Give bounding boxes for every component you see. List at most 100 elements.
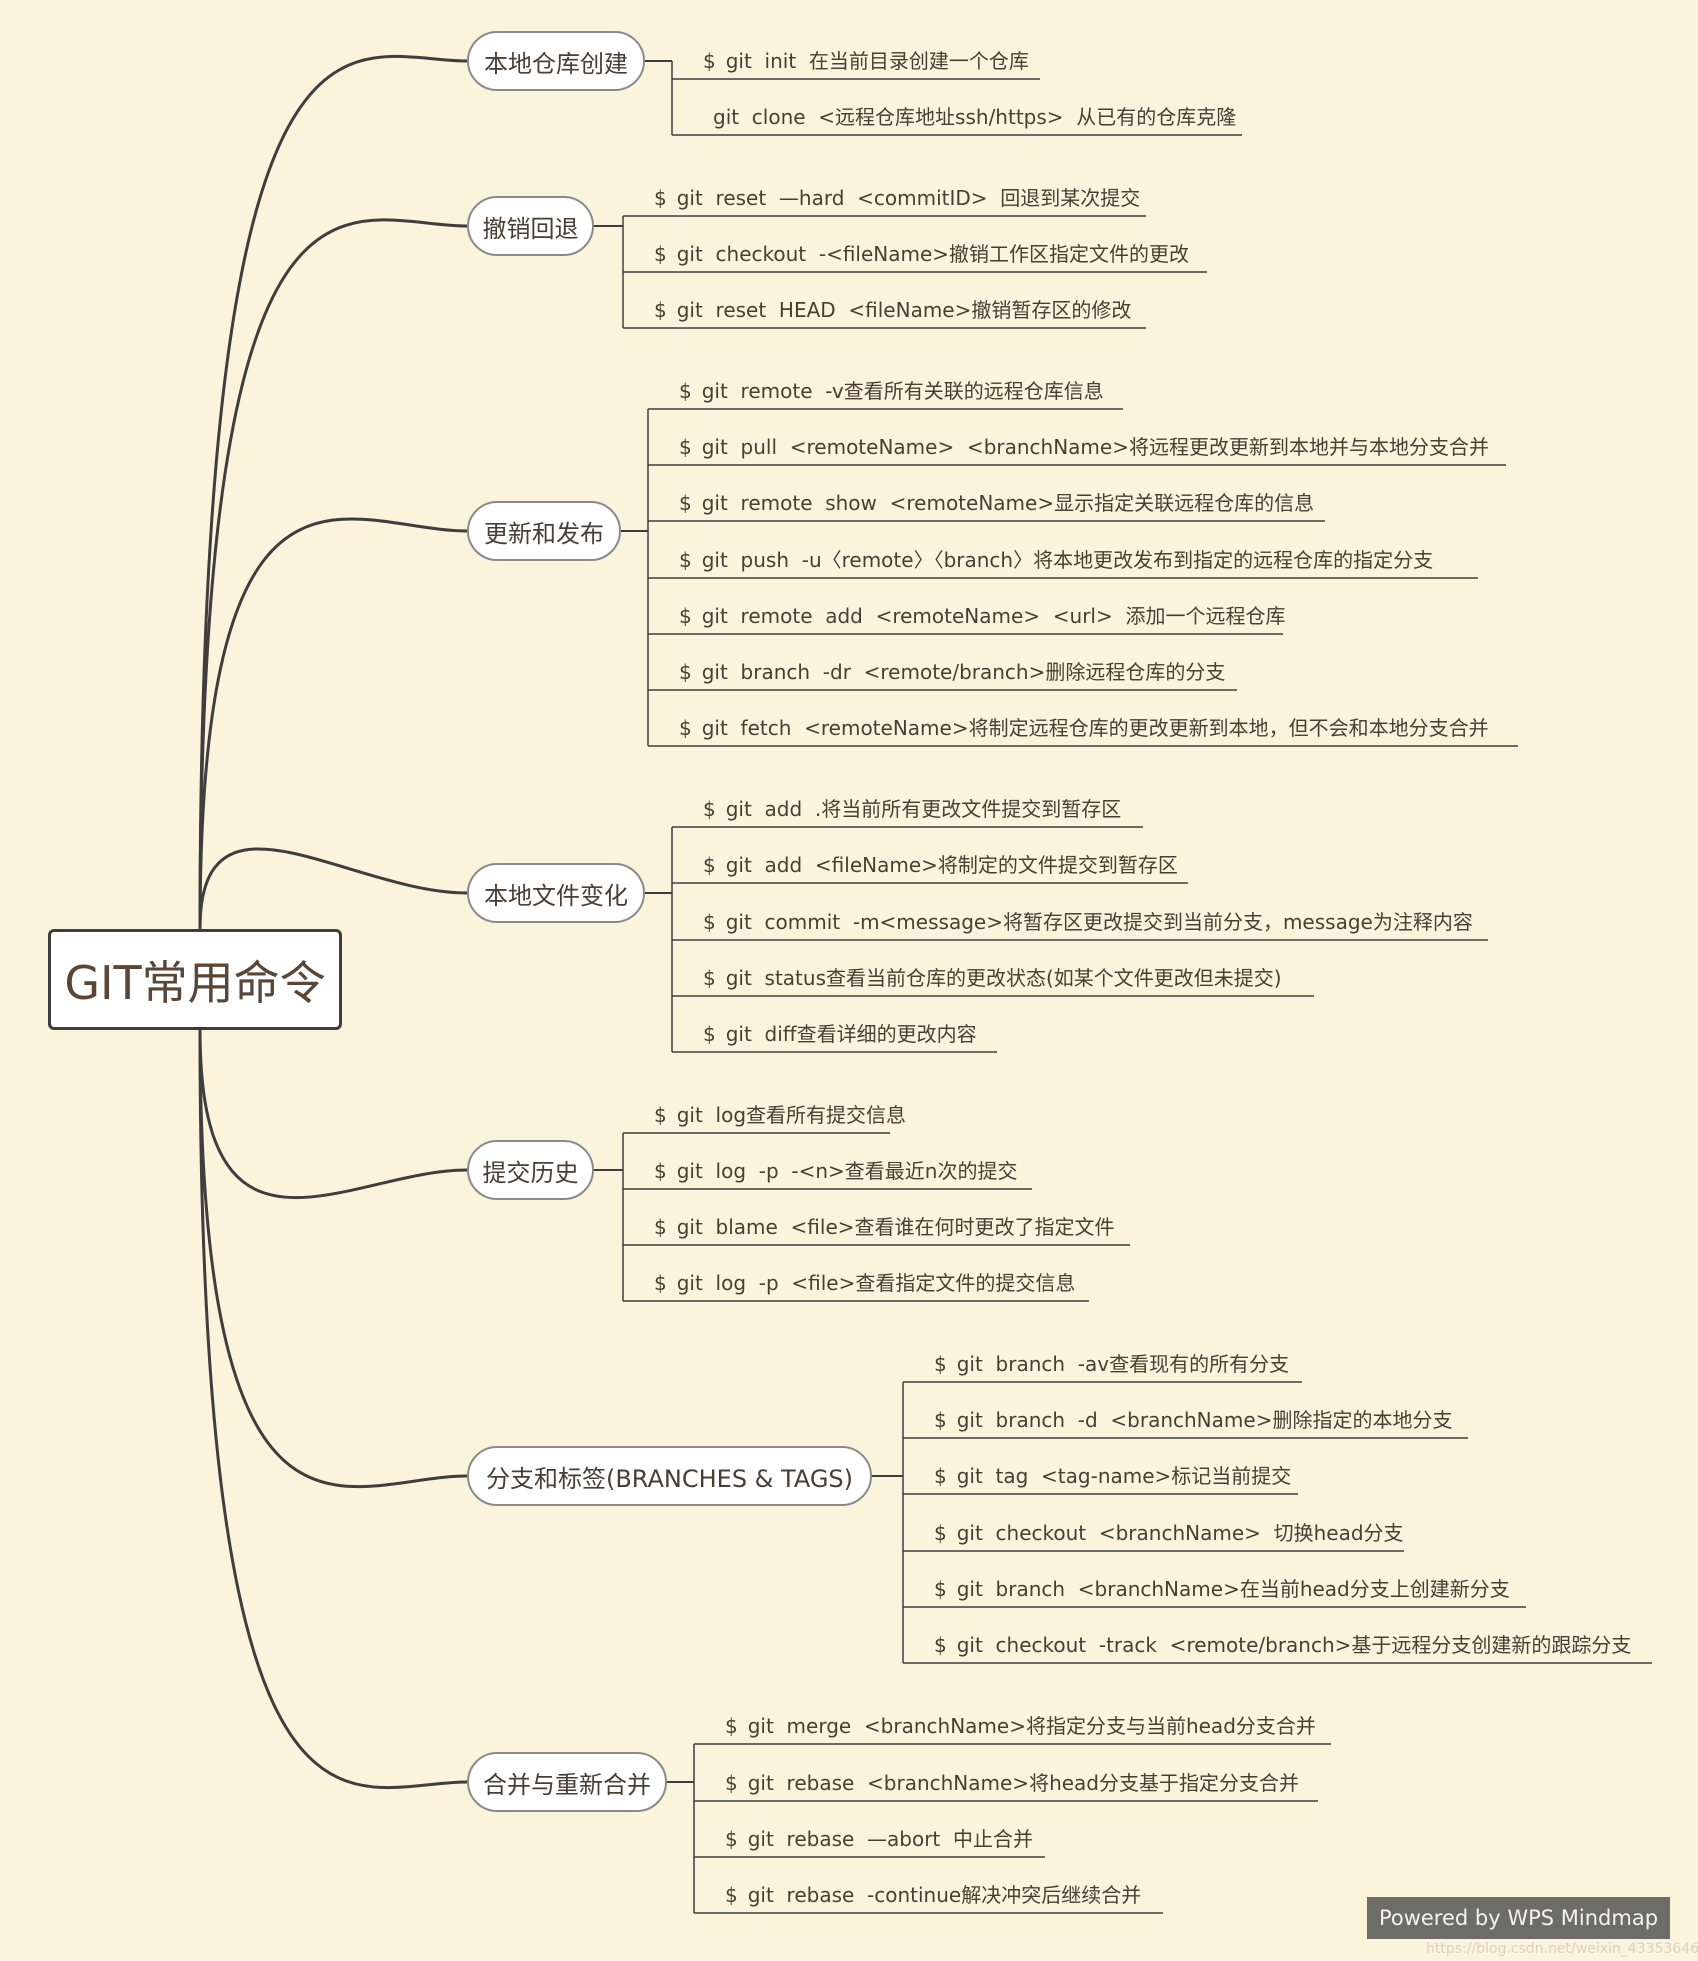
command-text: git branch -av查看现有的所有分支 <box>956 1352 1290 1376</box>
topic-label: 撤销回退 <box>482 214 579 243</box>
command-item[interactable]: $git blame <file>查看谁在何时更改了指定文件 <box>648 1209 1121 1245</box>
command-text: git diff查看详细的更改内容 <box>725 1022 977 1046</box>
prompt-symbol: $ <box>725 1714 738 1738</box>
command-text: git status查看当前仓库的更改状态(如某个文件更改但未提交) <box>725 966 1282 990</box>
command-item[interactable]: $git reset —hard <commitID> 回退到某次提交 <box>648 180 1146 216</box>
command-text: git checkout -<fileName>撤销工作区指定文件的更改 <box>676 242 1190 266</box>
command-text: git push -u〈remote〉〈branch〉将本地更改发布到指定的远程… <box>701 548 1434 572</box>
root-node[interactable]: GIT常用命令 <box>48 929 342 1030</box>
topic-node[interactable]: 本地文件变化 <box>467 863 645 923</box>
command-text: git rebase —abort 中止合并 <box>747 1827 1033 1851</box>
prompt-symbol: $ <box>679 435 692 459</box>
prompt-symbol: $ <box>679 548 692 572</box>
topic-node[interactable]: 提交历史 <box>467 1140 594 1200</box>
command-text: git init 在当前目录创建一个仓库 <box>725 49 1029 73</box>
command-item[interactable]: $ git remote -v查看所有关联的远程仓库信息 <box>673 373 1110 409</box>
root-connector <box>198 517 468 930</box>
command-item[interactable]: $ git pull <remoteName> <branchName>将远程更改… <box>673 429 1495 465</box>
command-item[interactable]: $git checkout <branchName> 切换head分支 <box>928 1515 1410 1551</box>
command-text: git tag <tag-name>标记当前提交 <box>956 1464 1292 1488</box>
command-item[interactable]: $ git remote show <remoteName>显示指定关联远程仓库的… <box>673 485 1320 521</box>
command-item[interactable]: $git diff查看详细的更改内容 <box>697 1016 983 1052</box>
command-item[interactable]: $ git remote add <remoteName> <url> 添加一个远… <box>673 598 1291 634</box>
prompt-symbol: $ <box>654 1271 667 1295</box>
root-connector <box>198 1029 468 1489</box>
command-item[interactable]: $ git rebase <branchName>将head分支基于指定分支合并 <box>719 1765 1305 1801</box>
command-item[interactable]: $ git log -p <file>查看指定文件的提交信息 <box>648 1265 1081 1301</box>
command-text: git log -p -<n>查看最近n次的提交 <box>676 1159 1018 1183</box>
command-item[interactable]: $ git add <fileName>将制定的文件提交到暂存区 <box>697 847 1184 883</box>
command-item[interactable]: $git reset HEAD <fileName>撤销暂存区的修改 <box>648 292 1137 328</box>
root-connector <box>198 847 468 930</box>
topic-node[interactable]: 分支和标签(BRANCHES & TAGS) <box>467 1446 872 1506</box>
powered-by-badge: Powered by WPS Mindmap <box>1367 1897 1670 1939</box>
watermark-url: https://blog.csdn.net/weixin_43353646 <box>1426 1941 1698 1957</box>
root-connector <box>198 218 468 930</box>
command-text: git log查看所有提交信息 <box>676 1103 907 1127</box>
command-item[interactable]: $git init 在当前目录创建一个仓库 <box>697 43 1035 79</box>
topic-node[interactable]: 撤销回退 <box>467 196 594 256</box>
command-item[interactable]: $ git status查看当前仓库的更改状态(如某个文件更改但未提交) <box>697 960 1288 996</box>
command-text: git merge <branchName>将指定分支与当前head分支合并 <box>747 1714 1316 1738</box>
command-item[interactable]: $ git branch -av查看现有的所有分支 <box>928 1346 1295 1382</box>
command-text: git reset HEAD <fileName>撤销暂存区的修改 <box>676 298 1132 322</box>
command-item[interactable]: $ git branch <branchName>在当前head分支上创建新分支 <box>928 1571 1516 1607</box>
command-text: git checkout <branchName> 切换head分支 <box>956 1521 1404 1545</box>
command-item[interactable]: $ git log查看所有提交信息 <box>648 1097 912 1133</box>
prompt-symbol: $ <box>654 1215 667 1239</box>
command-text: git add <fileName>将制定的文件提交到暂存区 <box>725 853 1178 877</box>
command-text: git remote add <remoteName> <url> 添加一个远程… <box>701 604 1286 628</box>
prompt-symbol: $ <box>654 242 667 266</box>
prompt-symbol: $ <box>725 1883 738 1907</box>
command-text: git log -p <file>查看指定文件的提交信息 <box>676 1271 1076 1295</box>
root-connector <box>198 1029 468 1199</box>
prompt-symbol: $ <box>934 1352 947 1376</box>
prompt-symbol: $ <box>703 853 716 877</box>
prompt-symbol: $ <box>934 1633 947 1657</box>
topic-node[interactable]: 本地仓库创建 <box>467 31 645 91</box>
prompt-symbol: $ <box>703 797 716 821</box>
command-item[interactable]: $ git checkout -track <remote/branch>基于远程… <box>928 1627 1637 1663</box>
command-text: git rebase <branchName>将head分支基于指定分支合并 <box>747 1771 1299 1795</box>
command-item[interactable]: $git branch -d <branchName>删除指定的本地分支 <box>928 1402 1458 1438</box>
prompt-symbol: $ <box>703 966 716 990</box>
command-item[interactable]: $ git push -u〈remote〉〈branch〉将本地更改发布到指定的远… <box>673 542 1439 578</box>
command-item[interactable]: $ git log -p -<n>查看最近n次的提交 <box>648 1153 1023 1189</box>
command-item[interactable]: $git rebase —abort 中止合并 <box>719 1821 1039 1857</box>
command-item[interactable]: $ git merge <branchName>将指定分支与当前head分支合并 <box>719 1708 1322 1744</box>
command-item[interactable]: $git add .将当前所有更改文件提交到暂存区 <box>697 791 1127 827</box>
command-text: git checkout -track <remote/branch>基于远程分… <box>956 1633 1632 1657</box>
prompt-symbol: $ <box>703 910 716 934</box>
root-connector <box>198 1029 468 1790</box>
prompt-symbol: $ <box>654 1159 667 1183</box>
prompt-symbol: $ <box>934 1577 947 1601</box>
prompt-symbol: $ <box>654 1103 667 1127</box>
prompt-symbol: $ <box>679 379 692 403</box>
command-item[interactable]: $git fetch <remoteName>将制定远程仓库的更改更新到本地，但… <box>673 710 1495 746</box>
command-item[interactable]: $git commit -m<message>将暂存区更改提交到当前分支，mes… <box>697 904 1479 940</box>
command-item[interactable]: $ git branch -dr <remote/branch>删除远程仓库的分支 <box>673 654 1231 690</box>
command-text: git remote show <remoteName>显示指定关联远程仓库的信… <box>701 491 1315 515</box>
command-item[interactable]: $ git tag <tag-name>标记当前提交 <box>928 1458 1297 1494</box>
command-item[interactable]: git clone <远程仓库地址ssh/https> 从已有的仓库克隆 <box>697 99 1242 135</box>
topic-label: 本地仓库创建 <box>484 49 628 78</box>
prompt-symbol: $ <box>725 1771 738 1795</box>
command-text: git pull <remoteName> <branchName>将远程更改更… <box>701 435 1489 459</box>
topic-label: 提交历史 <box>482 1158 579 1187</box>
command-item[interactable]: $git rebase -continue解决冲突后继续合并 <box>719 1877 1147 1913</box>
prompt-symbol: $ <box>679 604 692 628</box>
command-item[interactable]: $ git checkout -<fileName>撤销工作区指定文件的更改 <box>648 236 1195 272</box>
prompt-symbol: $ <box>679 660 692 684</box>
prompt-symbol: $ <box>934 1464 947 1488</box>
prompt-symbol: $ <box>679 491 692 515</box>
command-text: git clone <远程仓库地址ssh/https> 从已有的仓库克隆 <box>713 105 1237 129</box>
command-text: git reset —hard <commitID> 回退到某次提交 <box>676 186 1141 210</box>
command-text: git remote -v查看所有关联的远程仓库信息 <box>701 379 1104 403</box>
prompt-symbol: $ <box>934 1408 947 1432</box>
topic-node[interactable]: 合并与重新合并 <box>467 1752 667 1812</box>
command-text: git branch <branchName>在当前head分支上创建新分支 <box>956 1577 1510 1601</box>
command-text: git branch -dr <remote/branch>删除远程仓库的分支 <box>701 660 1226 684</box>
topic-label: 更新和发布 <box>484 519 604 548</box>
topic-node[interactable]: 更新和发布 <box>467 501 621 561</box>
